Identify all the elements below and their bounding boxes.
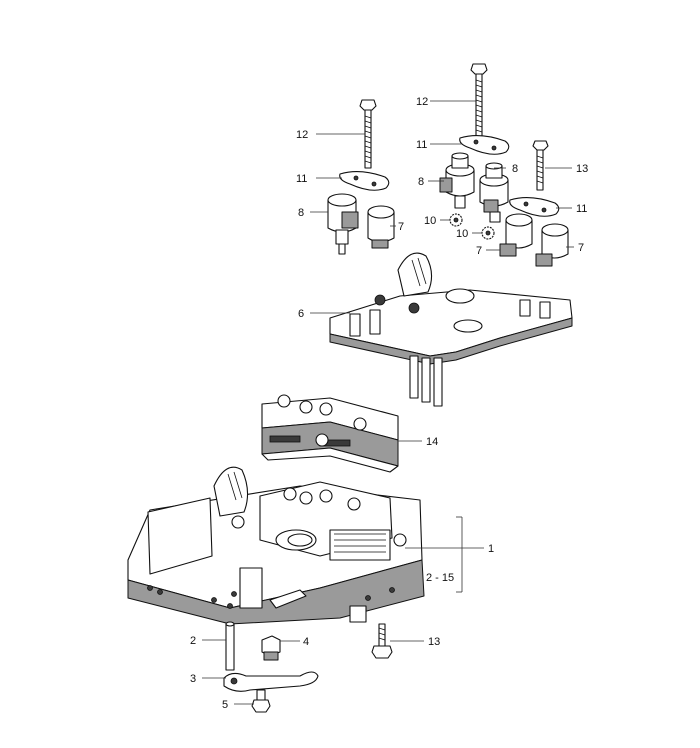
long-bolt-12-left	[359, 99, 377, 169]
callout-2: 2	[190, 635, 196, 647]
screw-5	[251, 689, 271, 713]
clamp-11-left	[339, 171, 390, 191]
clamp-11-middle	[459, 135, 510, 155]
callout-3: 3	[190, 673, 196, 685]
long-bolt-12-right	[470, 63, 488, 137]
valve-body-1	[127, 466, 425, 625]
callout-12: 12	[416, 96, 428, 108]
callout-5: 5	[222, 699, 228, 711]
solenoid-8-left	[327, 193, 359, 255]
callout-12: 12	[296, 129, 308, 141]
bolt-13-lower	[371, 623, 393, 659]
solenoid-7-middle	[499, 213, 533, 257]
solenoid-7-right	[535, 223, 569, 267]
lever-3	[223, 671, 319, 692]
callout-11: 11	[416, 139, 427, 151]
seal-ring-10-upper	[449, 213, 463, 227]
callout-13: 13	[428, 636, 440, 648]
pin-2	[225, 621, 235, 671]
solenoid-7-left	[367, 205, 395, 249]
seal-ring-10-lower	[481, 226, 495, 240]
callout-8: 8	[512, 163, 518, 175]
bolt-13-upper	[532, 140, 549, 191]
callout-7: 7	[398, 221, 404, 233]
callout-2-15: 2 - 15	[426, 572, 454, 584]
conductor-plate-14	[261, 394, 399, 473]
callout-4: 4	[303, 636, 309, 648]
callout-7: 7	[476, 245, 482, 257]
callout-11: 11	[296, 173, 307, 185]
callout-13: 13	[576, 163, 588, 175]
callout-8: 8	[298, 207, 304, 219]
callout-11: 11	[576, 203, 587, 215]
callout-14: 14	[426, 436, 438, 448]
callout-1: 1	[488, 543, 494, 555]
solenoid-8-middle-b	[479, 162, 509, 223]
solenoid-carrier-plate-6	[329, 252, 573, 407]
clamp-11-right	[509, 197, 560, 217]
nut-4	[261, 635, 281, 661]
callout-10: 10	[456, 228, 468, 240]
callout-7: 7	[578, 242, 584, 254]
solenoid-8-middle-a	[439, 152, 475, 209]
callout-8: 8	[418, 176, 424, 188]
callout-6: 6	[298, 308, 304, 320]
callout-10: 10	[424, 215, 436, 227]
